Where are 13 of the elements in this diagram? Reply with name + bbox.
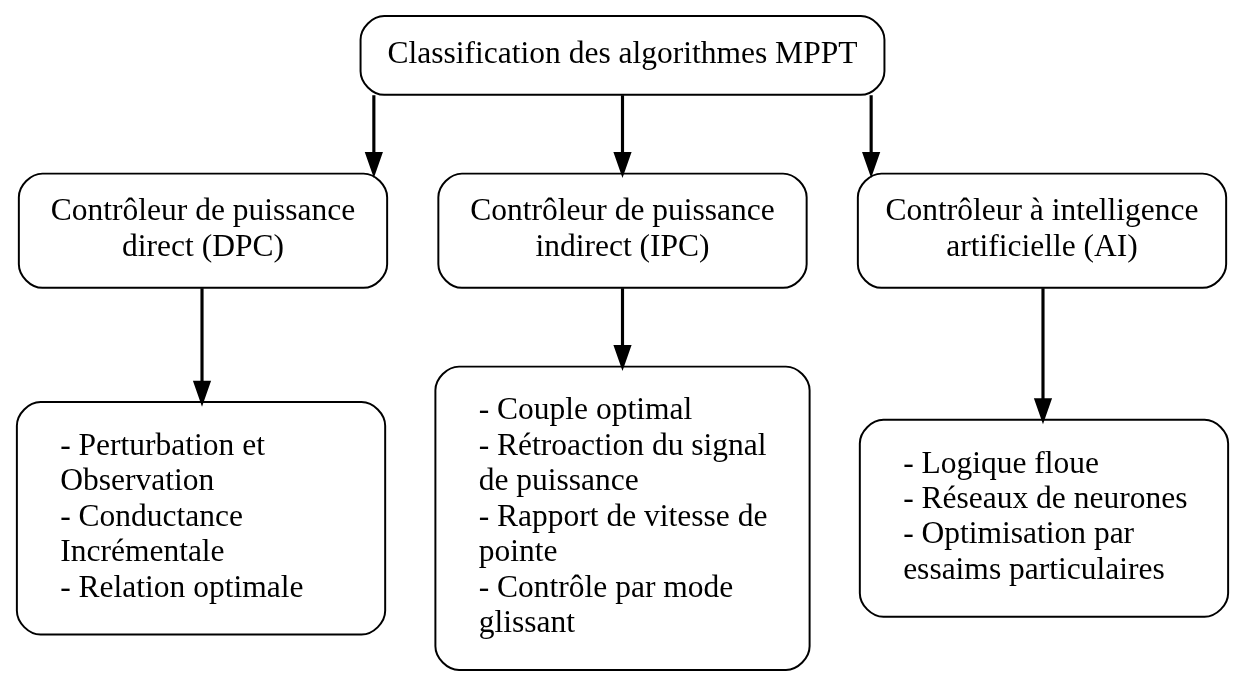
arrow	[364, 95, 383, 178]
node-box: - Perturbation et Observation - Conductance Incrémentale - Relation optimale	[15, 401, 386, 636]
arrow	[612, 288, 632, 371]
arrow	[1033, 288, 1052, 425]
node-box: Classification des algorithmes MPPT	[359, 15, 885, 96]
arrow	[192, 288, 211, 407]
node-box: Contrôleur à intelligence artificielle (AI)	[856, 172, 1227, 289]
node-box: Contrôleur de puissance indirect (IPC)	[436, 172, 808, 289]
arrow	[612, 95, 632, 178]
node-box: Contrôleur de puissance direct (DPC)	[17, 172, 388, 289]
node-box: - Couple optimal - Rétroaction du signal de puissance - Rapport de vitesse de pointe - Contrôle par mode glissant	[433, 365, 811, 671]
node-box: - Logique floue - Réseaux de neurones - Optimisation par essaims particulaires	[858, 418, 1229, 618]
arrow	[861, 95, 880, 178]
